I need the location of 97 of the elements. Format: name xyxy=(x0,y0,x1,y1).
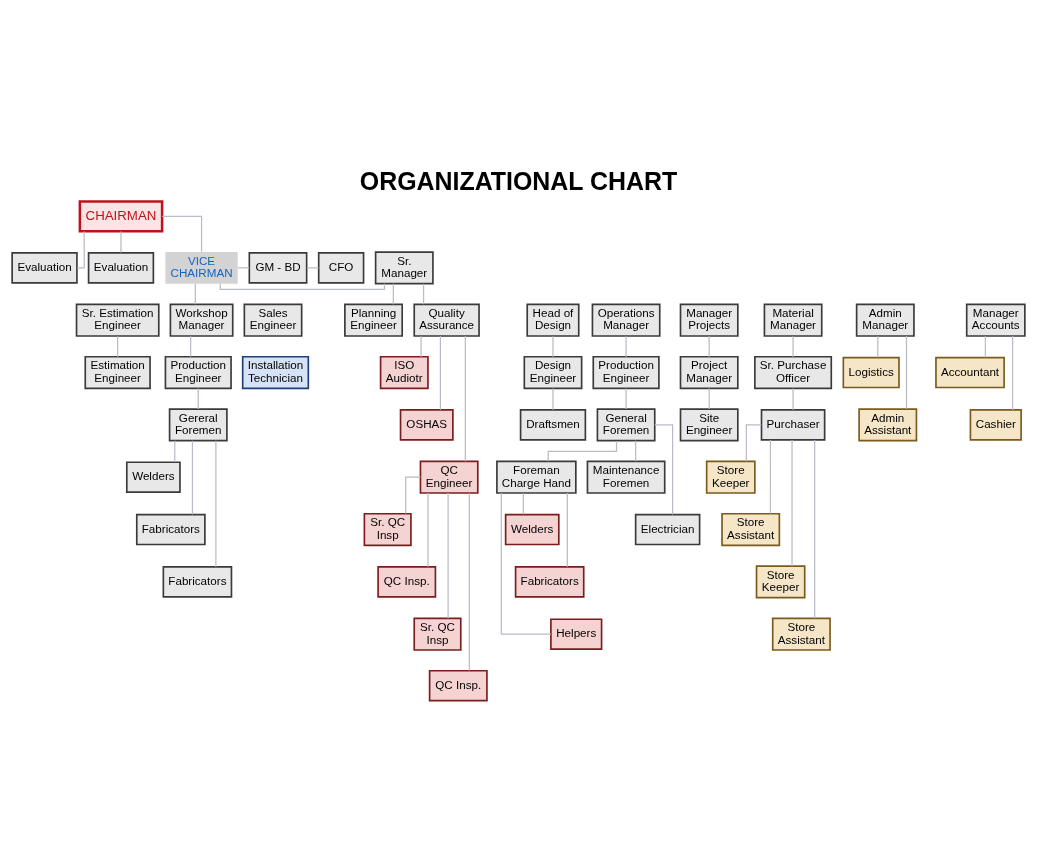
connector xyxy=(552,335,554,358)
connector xyxy=(468,492,470,672)
node-box: Operations Manager xyxy=(591,303,661,337)
connector xyxy=(552,387,554,411)
node-box: Project Manager xyxy=(679,355,739,390)
node-box: Sr. Manager xyxy=(374,251,434,285)
node-box: Evaluation xyxy=(87,252,155,284)
node-box: Production Engineer xyxy=(164,355,232,390)
node-box: Sr. Estimation Engineer xyxy=(75,303,160,337)
node-box: Planning Engineer xyxy=(344,303,403,337)
connector xyxy=(792,335,794,358)
node-box: Installation Technician xyxy=(241,355,310,390)
connector xyxy=(422,283,425,305)
connector xyxy=(76,230,85,269)
node-box: Sr. QC Insp xyxy=(363,512,412,547)
node-box: Production Engineer xyxy=(592,355,660,390)
node-box: General Foremen xyxy=(596,408,656,442)
node-box: Foreman Charge Hand xyxy=(496,460,577,494)
connector xyxy=(625,387,627,410)
node-box: Logistics xyxy=(842,356,900,389)
connector xyxy=(191,440,194,516)
node-box: Fabricators xyxy=(135,513,206,546)
node-box: ISO Audiotr xyxy=(379,355,429,390)
node-box: Workshop Manager xyxy=(169,303,234,337)
node-box: Fabricators xyxy=(514,566,585,598)
connector xyxy=(392,283,394,305)
connector xyxy=(174,440,176,463)
connector xyxy=(625,335,627,358)
node-box: Draftsmen xyxy=(519,409,587,441)
node-box: GM - BD xyxy=(248,252,308,284)
connector xyxy=(877,335,879,358)
node-box: Sales Engineer xyxy=(243,303,303,337)
connector xyxy=(708,335,710,358)
node-box: Welders xyxy=(125,461,181,493)
node-box: CFO xyxy=(317,252,365,284)
connector xyxy=(522,492,524,515)
node-box: QC Insp. xyxy=(428,669,488,702)
connector xyxy=(654,424,674,516)
connector xyxy=(197,387,199,410)
node-box: Quality Assurance xyxy=(413,303,480,337)
connector xyxy=(905,335,908,410)
node-box: Electrician xyxy=(634,513,701,546)
connector xyxy=(190,335,192,358)
node-box: Sr. Purchase Officer xyxy=(754,355,833,390)
connector xyxy=(447,492,449,619)
connector xyxy=(792,387,794,411)
node-box: Cashier xyxy=(969,409,1022,441)
connector xyxy=(120,230,122,254)
connector xyxy=(984,335,986,358)
connector xyxy=(708,387,710,410)
node-box: Head of Design xyxy=(526,303,580,337)
node-box: Design Engineer xyxy=(523,355,583,390)
connector xyxy=(547,440,618,462)
node-box: Store Keeper xyxy=(705,460,756,494)
connector xyxy=(1011,335,1014,411)
connector xyxy=(161,215,203,253)
node-box: Admin Manager xyxy=(855,303,915,337)
node-box: Estimation Engineer xyxy=(84,355,151,390)
node-box: OSHAS xyxy=(399,409,454,441)
connector xyxy=(769,439,772,515)
connector xyxy=(566,492,568,568)
connector xyxy=(439,335,442,411)
node-box: Store Keeper xyxy=(755,565,806,599)
connector xyxy=(427,492,429,568)
connector xyxy=(500,492,552,635)
connector xyxy=(194,283,196,305)
node-box: Helpers xyxy=(550,618,603,650)
node-box: VICE CHAIRMAN xyxy=(165,252,238,284)
node-box: Gereral Foremen xyxy=(168,408,228,442)
node-box: Welders xyxy=(504,513,560,546)
node-box: Store Assistant xyxy=(721,512,781,547)
connector xyxy=(791,439,793,567)
node-box: Store Assistant xyxy=(771,617,831,651)
connector xyxy=(420,335,422,358)
node-box: Accountant xyxy=(935,356,1005,389)
node-box: Purchaser xyxy=(760,409,826,441)
connector xyxy=(745,424,762,462)
node-box: Maintenance Foremen xyxy=(586,460,666,494)
node-box: QC Insp. xyxy=(377,566,437,598)
node-box: Material Manager xyxy=(763,303,823,337)
node-box: Admin Assistant xyxy=(858,408,918,442)
diagram-title: ORGANIZATIONAL CHART xyxy=(359,166,678,195)
node-box: Manager Projects xyxy=(679,303,739,337)
connector xyxy=(117,335,119,358)
connector xyxy=(219,283,386,291)
connector xyxy=(464,335,466,462)
connector xyxy=(405,476,422,515)
node-box: Fabricators xyxy=(162,566,233,598)
node-box: CHAIRMAN xyxy=(78,200,164,233)
node-box: Manager Accounts xyxy=(965,303,1026,337)
node-box: QC Engineer xyxy=(419,460,479,494)
node-box: Evaluation xyxy=(11,252,78,284)
connector xyxy=(215,440,217,568)
connector xyxy=(814,439,816,619)
node-box: Site Engineer xyxy=(679,408,739,442)
connector xyxy=(635,440,637,462)
node-box: Sr. QC Insp xyxy=(413,617,462,651)
